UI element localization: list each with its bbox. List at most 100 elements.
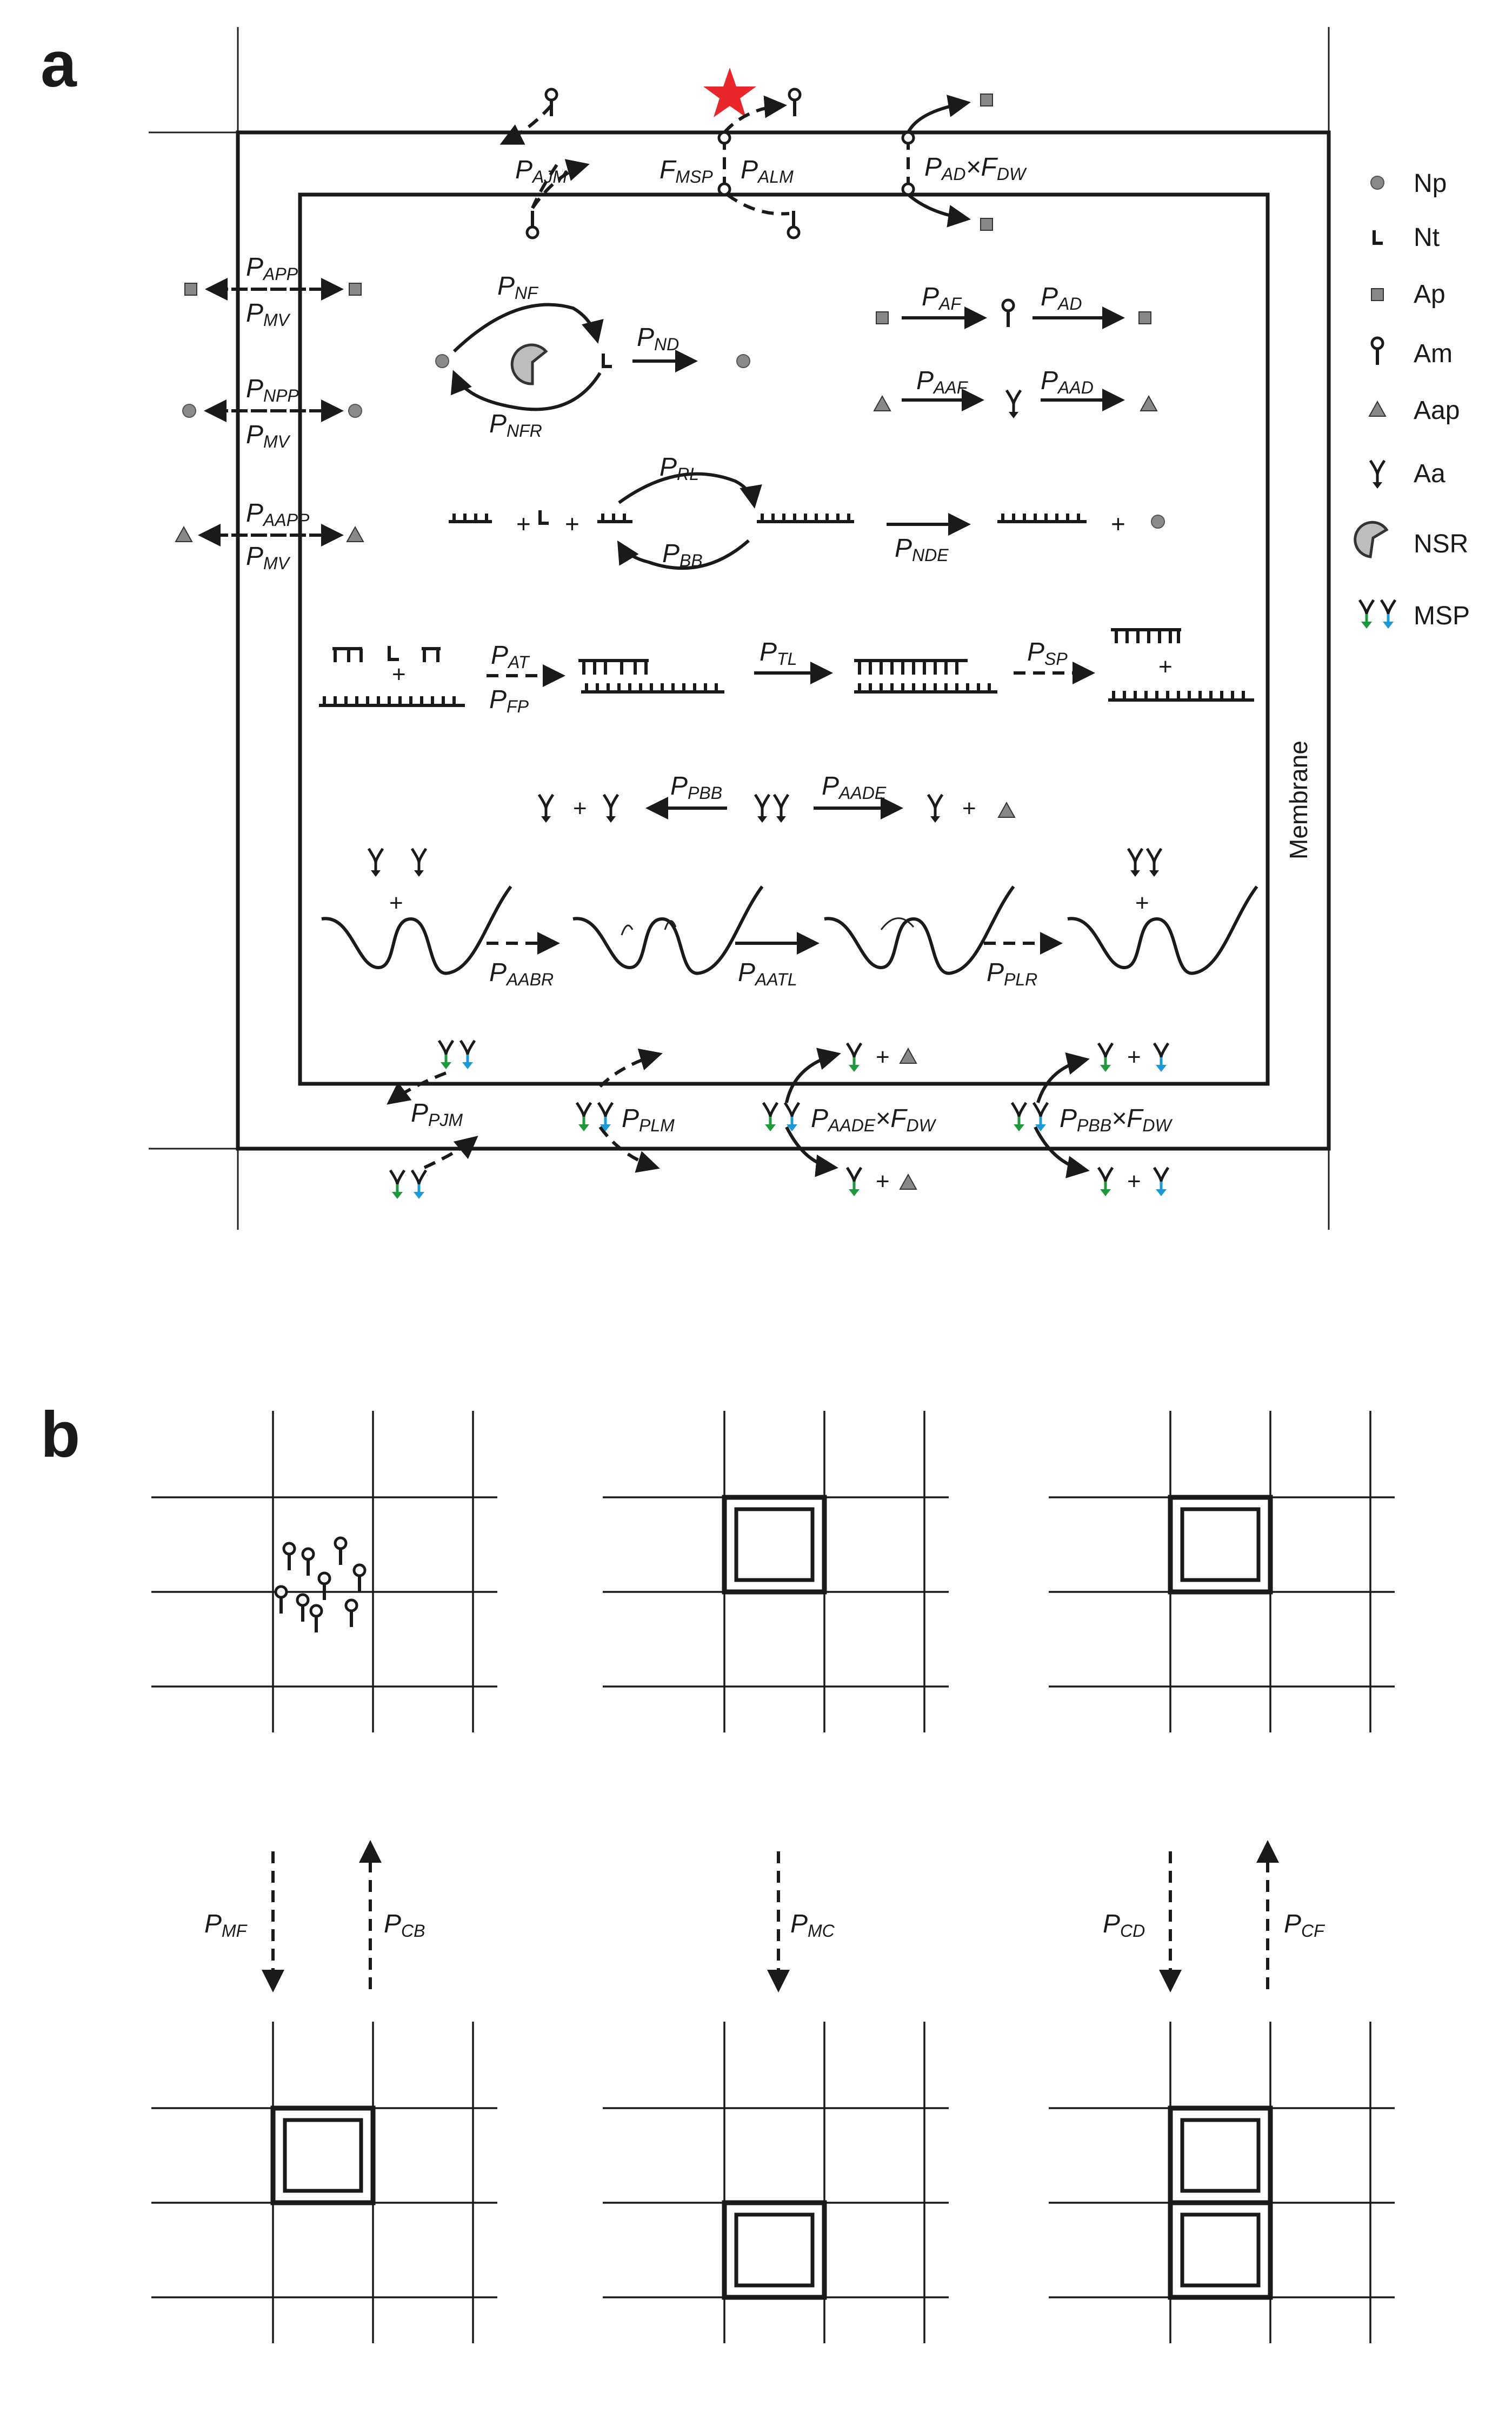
- rate-label-p-ad-f-dw: PAD×FDW: [924, 153, 1027, 184]
- rl-bb-row: + + +: [449, 472, 1165, 570]
- rate-label-p-alm: PALM: [741, 156, 794, 186]
- rate-label-p-aad: PAAD: [1041, 366, 1094, 397]
- rate-label-f-msp: FMSP: [660, 156, 713, 186]
- ap-square-icon: [1371, 288, 1384, 301]
- np-circle-icon: [1370, 176, 1384, 190]
- aap-triangle-icon: [1369, 401, 1386, 417]
- rate-label-p-plr: PPLR: [987, 958, 1037, 989]
- rate-label-p-cb: PCB: [384, 1910, 425, 1941]
- trna-curve: [572, 885, 764, 975]
- plm-transfer: [577, 1048, 663, 1173]
- cell-inner: [283, 2118, 363, 2193]
- rate-label-p-nde: PNDE: [895, 534, 949, 565]
- rate-label-p-nd: PND: [637, 323, 679, 354]
- pjm-transfer: [387, 1041, 478, 1199]
- cell-inner: [1180, 2118, 1261, 2193]
- rate-label-p-npp: PNPP: [246, 375, 299, 405]
- rate-label-p-mv-3: PMV: [246, 542, 291, 573]
- cell-inner: [1180, 2212, 1261, 2288]
- trna-curve: [321, 885, 512, 975]
- plus-sign: +: [565, 510, 580, 538]
- plus-sign: +: [1127, 1044, 1141, 1070]
- aapp-exchange: [175, 524, 364, 546]
- grid-6: [1049, 2022, 1395, 2343]
- grid-2: [603, 1411, 949, 1732]
- cell-outer: [722, 1495, 827, 1595]
- am-lollipop-icon: [1372, 338, 1383, 365]
- plus-sign: +: [389, 890, 403, 916]
- ajm-transfer: [499, 89, 590, 238]
- grid-4: [151, 2022, 497, 2343]
- plus-sign: +: [876, 1044, 890, 1070]
- grid-3: [1049, 1411, 1395, 1732]
- rate-label-p-mf: PMF: [204, 1910, 248, 1941]
- plus-sign: +: [1135, 890, 1149, 916]
- panel-b-arrows: [262, 1840, 1279, 1992]
- rate-label-p-ad: PAD: [1041, 283, 1082, 314]
- rate-label-p-aatl: PAATL: [738, 958, 797, 989]
- panel-b-diagram: [151, 1411, 1395, 2343]
- cell-inner-frame: [298, 192, 1270, 1086]
- rate-label-p-mv-1: PMV: [246, 299, 291, 330]
- plus-sign: +: [962, 795, 976, 822]
- aade-fdw-transfer: + +: [763, 1043, 917, 1196]
- panel-label-b: b: [41, 1398, 80, 1471]
- trna-curve: [824, 885, 1015, 975]
- rate-label-p-rl: PRL: [660, 453, 699, 484]
- plus-sign: +: [1111, 510, 1125, 538]
- af-ad-row: [876, 300, 1151, 329]
- alm-transfer: [717, 89, 800, 238]
- am-cluster: [276, 1538, 365, 1632]
- nf-cycle: [435, 303, 750, 411]
- nsr-pacman-icon: [1354, 521, 1389, 558]
- rate-label-p-pbb: PPBB: [670, 772, 722, 803]
- rate-label-p-fp: PFP: [489, 685, 529, 716]
- rate-label-p-aade: PAADE: [822, 772, 887, 803]
- rate-label-p-cd: PCD: [1103, 1910, 1145, 1941]
- legend-label: MSP: [1414, 602, 1470, 630]
- rate-label-p-aapp: PAAPP: [246, 499, 310, 530]
- ad-fdw-transfer: [901, 94, 993, 231]
- rate-label-p-mv-2: PMV: [246, 421, 291, 451]
- panel-label-a: a: [41, 28, 77, 101]
- rate-label-p-aabr: PAABR: [489, 958, 554, 989]
- at-tl-sp-row: + +: [319, 628, 1254, 707]
- membrane-label: Membrane: [1284, 741, 1313, 859]
- rate-label-p-bb: PBB: [662, 539, 703, 570]
- panel-a-diagram: Membrane: [149, 27, 1470, 1230]
- cell-inner: [1180, 1507, 1261, 1582]
- rate-label-p-mc: PMC: [790, 1910, 835, 1941]
- cell-outer: [270, 2105, 376, 2205]
- legend-label: Aa: [1414, 459, 1446, 488]
- legend-label: NSR: [1414, 530, 1468, 558]
- nt-icon: [1374, 230, 1383, 243]
- plus-sign: +: [516, 510, 531, 538]
- plus-sign: +: [1127, 1168, 1141, 1195]
- aabr-aatl-plr-row: + +: [321, 849, 1258, 975]
- rate-label-p-pbb-f-dw: PPBB×FDW: [1060, 1104, 1173, 1135]
- legend-label: Aap: [1414, 396, 1460, 425]
- trna-curve: [1067, 885, 1258, 975]
- legend-label: Am: [1414, 339, 1453, 368]
- cell-outer: [1168, 2200, 1273, 2300]
- nsr-pacman-icon: [510, 343, 548, 385]
- aaf-aad-row: [874, 389, 1157, 418]
- rate-label-p-app: PAPP: [246, 253, 298, 284]
- plus-sign: +: [876, 1168, 890, 1195]
- rate-label-p-nfr: PNFR: [489, 410, 542, 441]
- cell-outer-frame: [236, 130, 1331, 1151]
- rate-label-p-af: PAF: [922, 283, 962, 314]
- rate-label-p-pjm: PPJM: [411, 1099, 463, 1130]
- cell-inner: [734, 2212, 815, 2288]
- cell-outer: [1168, 2105, 1273, 2205]
- msp-icon: [1360, 600, 1395, 629]
- app-exchange: [184, 278, 362, 301]
- plus-sign: +: [1158, 654, 1173, 680]
- rate-label-p-at: PAT: [491, 641, 530, 672]
- pbb-fdw-transfer: + +: [1012, 1043, 1168, 1196]
- legend-label: Ap: [1414, 280, 1446, 309]
- pbb-aade-row: + +: [539, 795, 1015, 823]
